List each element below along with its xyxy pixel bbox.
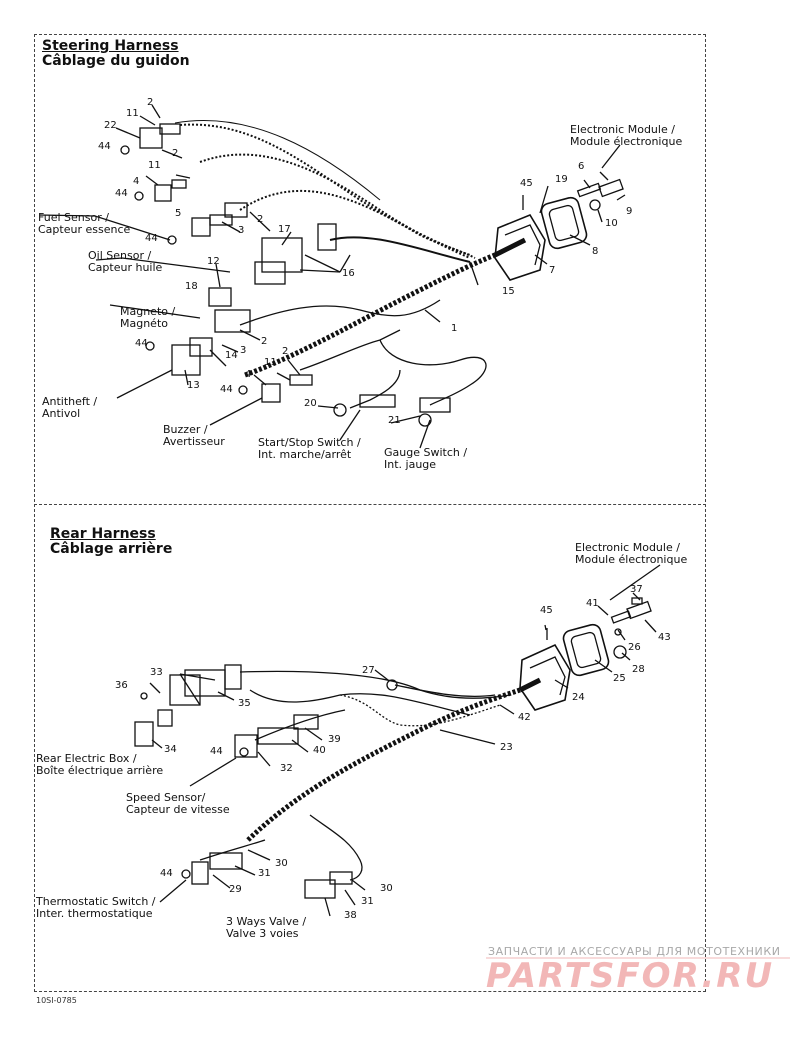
callout: 31 <box>361 896 374 907</box>
callout: 1 <box>451 323 458 334</box>
callout: 3 <box>238 225 245 236</box>
callout: 13 <box>187 380 200 391</box>
callout: 37 <box>630 584 643 595</box>
callout: 45 <box>540 605 553 616</box>
three-ways-valve-label: 3 Ways Valve /Valve 3 voies <box>226 915 307 940</box>
footer-code: 10SI-0785 <box>36 996 77 1005</box>
callout: 31 <box>258 868 271 879</box>
gauge-switch-label: Gauge Switch /Int. jauge <box>384 446 468 471</box>
callout: 44 <box>220 384 233 395</box>
callout: 25 <box>613 673 626 684</box>
speed-sensor-label: Speed Sensor/Capteur de vitesse <box>126 791 230 816</box>
buzzer-label: Buzzer /Avertisseur <box>163 423 225 448</box>
callout: 42 <box>518 712 531 723</box>
callout: 44 <box>98 141 111 152</box>
start-stop-switch-label: Start/Stop Switch /Int. marche/arrêt <box>258 436 361 461</box>
callout: 29 <box>229 884 242 895</box>
watermark-logo: PARTSFOR.RU <box>486 956 775 996</box>
callout: 44 <box>135 338 148 349</box>
antitheft-label: Antitheft /Antivol <box>42 395 98 420</box>
callout: 27 <box>362 665 375 676</box>
diagram-frame <box>34 34 706 992</box>
callout: 34 <box>164 744 177 755</box>
callout: 11 <box>126 108 139 119</box>
callout: 4 <box>133 176 140 187</box>
callout: 40 <box>313 745 326 756</box>
callout: 2 <box>257 214 264 225</box>
callout: 5 <box>175 208 182 219</box>
callout: 2 <box>147 97 154 108</box>
callout: 14 <box>225 350 238 361</box>
steering-title-fr: Câblage du guidon <box>42 53 190 69</box>
callout: 45 <box>520 178 533 189</box>
callout: 23 <box>500 742 513 753</box>
callout: 17 <box>278 224 291 235</box>
rear-title: Rear Harness Câblage arrière <box>50 527 172 557</box>
steering-electronic-module-label: Electronic Module /Module électronique <box>570 123 683 148</box>
callout: 22 <box>104 120 117 131</box>
callout: 19 <box>555 174 568 185</box>
callout: 36 <box>115 680 128 691</box>
callout: 12 <box>207 256 220 267</box>
callout: 8 <box>592 246 599 257</box>
callout: 26 <box>628 642 641 653</box>
callout: 28 <box>632 664 645 675</box>
callout: 20 <box>304 398 317 409</box>
callout: 4 <box>245 369 252 380</box>
rear-electric-box-label: Rear Electric Box /Boîte électrique arri… <box>36 752 164 777</box>
callout: 16 <box>342 268 355 279</box>
magneto-label: Magneto /Magnéto <box>120 305 176 330</box>
callout: 6 <box>578 161 585 172</box>
callout: 38 <box>344 910 357 921</box>
callout: 33 <box>150 667 163 678</box>
callout: 43 <box>658 632 671 643</box>
callout: 9 <box>626 206 633 217</box>
callout: 35 <box>238 698 251 709</box>
callout: 32 <box>280 763 293 774</box>
callout: 24 <box>572 692 585 703</box>
callout: 2 <box>172 148 179 159</box>
callout: 41 <box>586 598 599 609</box>
callout: 44 <box>160 868 173 879</box>
callout: 18 <box>185 281 198 292</box>
fuel-sensor-label: Fuel Sensor /Capteur essence <box>38 211 131 236</box>
callout: 39 <box>328 734 341 745</box>
oil-sensor-label: Oil Sensor /Capteur huile <box>88 249 163 274</box>
thermostatic-switch-label: Thermostatic Switch /Inter. thermostatiq… <box>36 895 156 920</box>
callout: 10 <box>605 218 618 229</box>
callout: 11 <box>148 160 161 171</box>
watermark-tagline: ЗАПЧАСТИ И АКСЕССУАРЫ ДЛЯ МОТОТЕХНИКИ <box>488 945 781 958</box>
callout: 2 <box>261 336 268 347</box>
callout: 3 <box>240 345 247 356</box>
steering-title-en: Steering Harness <box>42 38 179 54</box>
callout: 2 <box>282 346 289 357</box>
callout: 11 <box>264 357 277 368</box>
callout: 7 <box>549 265 556 276</box>
callout: 21 <box>388 415 401 426</box>
callout: 30 <box>380 883 393 894</box>
rear-title-fr: Câblage arrière <box>50 541 173 557</box>
steering-main-harness <box>244 252 496 378</box>
callout: 30 <box>275 858 288 869</box>
rear-main-harness <box>246 687 521 842</box>
section-divider <box>34 504 706 505</box>
callout: 44 <box>145 233 158 244</box>
rear-electronic-module-label: Electronic Module /Module électronique <box>575 541 688 566</box>
callout: 44 <box>115 188 128 199</box>
callout: 15 <box>502 286 515 297</box>
callout: 44 <box>210 746 223 757</box>
steering-title: Steering Harness Câblage du guidon <box>42 39 190 69</box>
rear-title-en: Rear Harness <box>50 526 156 542</box>
